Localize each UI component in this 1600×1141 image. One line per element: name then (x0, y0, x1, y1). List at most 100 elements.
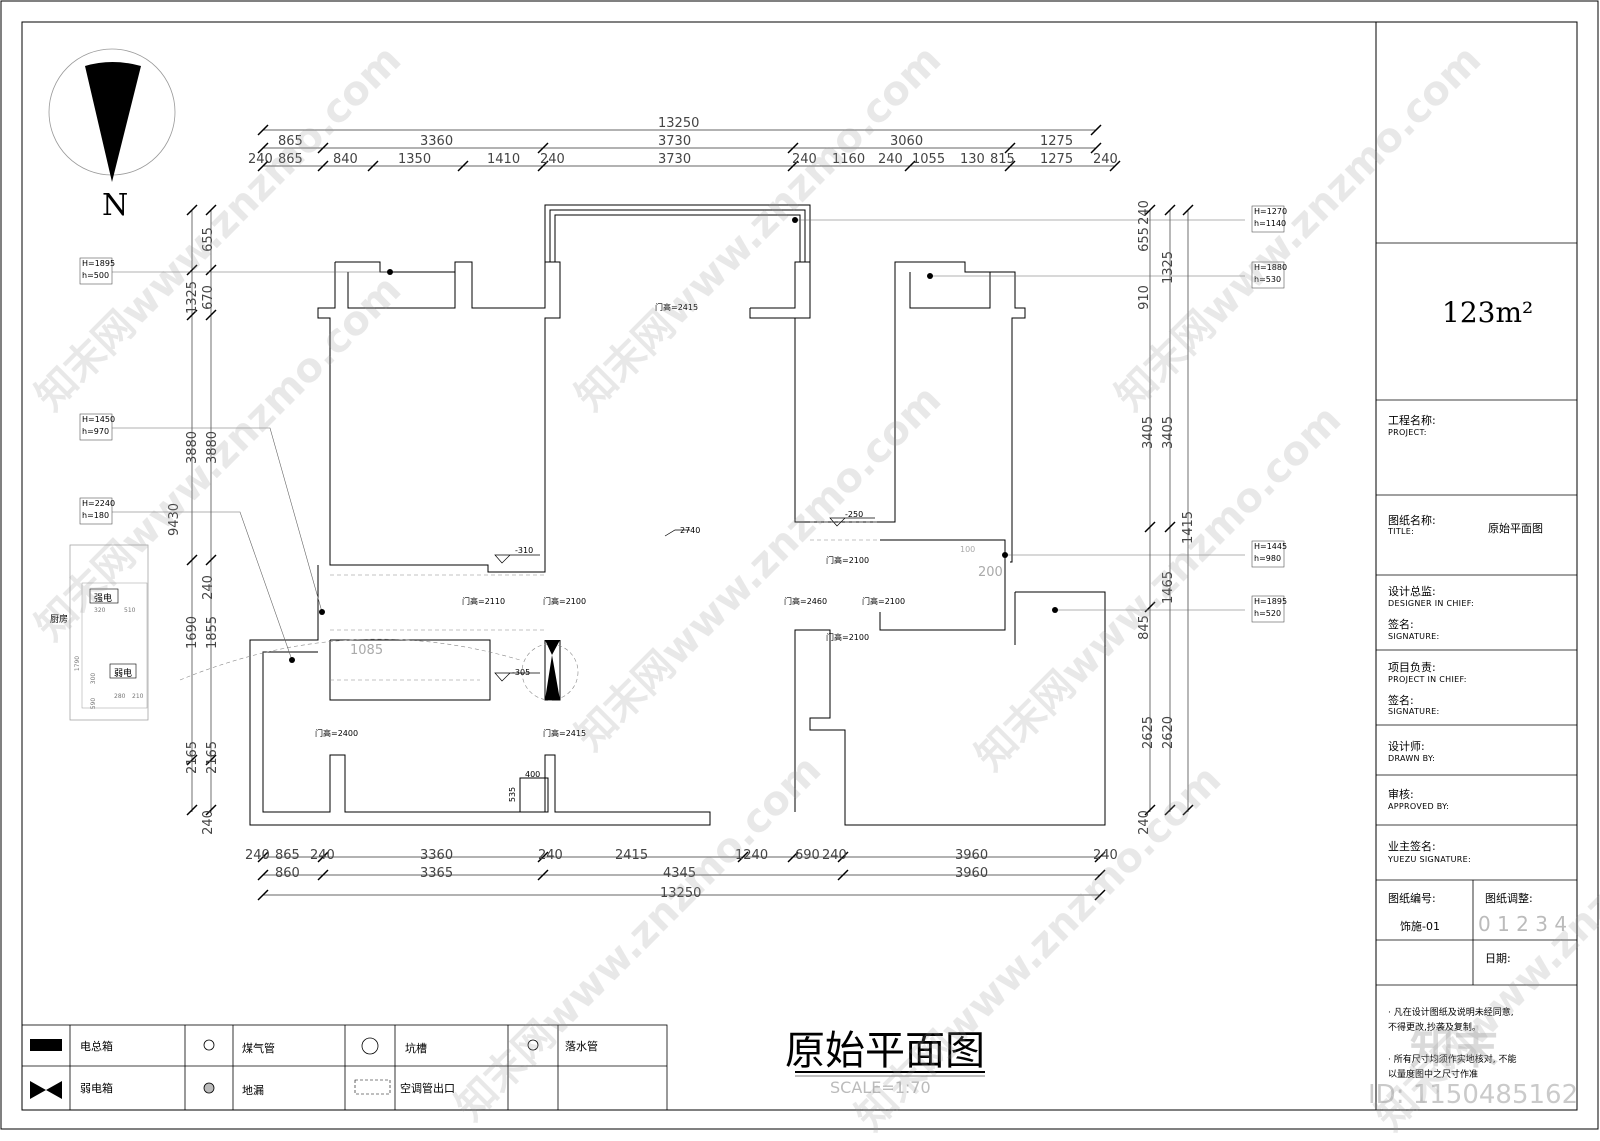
tag-3-H: H=2240 (82, 499, 116, 508)
dim-left-c: 670 (200, 285, 216, 310)
dim-bottom-1-b: 865 (275, 848, 300, 863)
dim-left-e: 3880 (205, 430, 221, 465)
dim-right-i: 845 (1136, 615, 1152, 640)
signature2-label: 签名: (1388, 694, 1414, 707)
dim-top-total: 13250 (658, 116, 700, 131)
drawing-no-value: 饰施-01 (1400, 920, 1440, 933)
dim-bottom-total: 13250 (660, 886, 702, 901)
dim-top-3-e: 1410 (487, 152, 521, 167)
tag-5-H: H=1880 (1254, 263, 1288, 272)
north-label: N (102, 188, 129, 223)
dim-left-b: 655 (200, 227, 216, 252)
legend-label-ac-outlet: 空调管出口 (400, 1082, 455, 1095)
dim-bottom-1-e: 240 (538, 848, 563, 863)
tag-4-h: h=1140 (1254, 219, 1287, 228)
kitchen-dim-2: 510 (124, 607, 136, 614)
dim-right-d: 1325 (1161, 250, 1177, 285)
dim-top-2-e: 1275 (1040, 134, 1074, 149)
door-height-9: 门高=2100 (826, 633, 870, 642)
dim-top-2-b: 3360 (420, 134, 454, 149)
level-250: -250 (845, 510, 864, 519)
misc-dim-400: 400 (525, 770, 541, 779)
dim-left-i: 240 (200, 575, 216, 600)
kitchen-dim-7: 210 (132, 693, 144, 700)
tag-7-h: h=520 (1254, 609, 1282, 618)
dim-bottom-1-d: 3360 (420, 848, 454, 863)
door-height-5: 门高=2415 (543, 729, 587, 738)
kitchen-label: 厨房 (50, 615, 69, 625)
chief-label-en: DESIGNER IN CHIEF: (1388, 599, 1474, 608)
dim-top-2-d: 3060 (890, 134, 924, 149)
dim-bottom-1-j: 3960 (955, 848, 989, 863)
dim-top-2-c: 3730 (658, 134, 692, 149)
tag-6-h: h=980 (1254, 554, 1282, 563)
dim-top-3-n: 1275 (1040, 152, 1074, 167)
approved-label: 审核: (1388, 788, 1414, 801)
kitchen-dim-1: 320 (94, 607, 106, 614)
legend-label-floor-drain: 地漏 (242, 1084, 264, 1097)
kitchen-dim-5: 590 (90, 697, 98, 710)
dim-bottom-1-c: 240 (310, 848, 335, 863)
dim-top-3-o: 240 (1093, 152, 1118, 167)
plan-scale: SCALE=1:70 (830, 1078, 931, 1097)
misc-dim-200: 200 (978, 565, 1003, 580)
level-310: -310 (515, 546, 534, 555)
note-line-4: 以量度图中之尺寸作准 (1388, 1070, 1479, 1080)
dim-left-a: 1325 (185, 280, 201, 315)
door-height-8: 门高=2100 (862, 597, 906, 606)
legend-label-pit: 坑槽 (405, 1042, 427, 1055)
dim-top-3-k: 1055 (912, 152, 946, 167)
tag-2-H: H=1450 (82, 415, 116, 424)
tag-1-H: H=1895 (82, 259, 116, 268)
dim-bottom-2-d: 3960 (955, 866, 989, 881)
dim-left-d: 3880 (185, 430, 201, 465)
tag-2-h: h=970 (82, 427, 110, 436)
door-height-6: 门高=2100 (826, 556, 870, 565)
title-label-en: TITLE: (1388, 527, 1415, 536)
dim-top-3-b: 865 (278, 152, 303, 167)
revision-digits: 0 1 2 3 4 (1478, 912, 1568, 936)
dim-top-3-f: 240 (540, 152, 565, 167)
dim-right-c: 240 (1136, 200, 1152, 225)
signature2-label-en: SIGNATURE: (1388, 707, 1440, 716)
door-height-1: 门高=2415 (655, 303, 699, 312)
kitchen-strong-electric: 强电 (94, 594, 113, 604)
tag-5-h: h=530 (1254, 275, 1282, 284)
misc-dim-1085: 1085 (350, 643, 384, 658)
dim-left-f: 9430 (167, 502, 183, 537)
designer-label: 设计师: (1388, 740, 1425, 753)
tag-6-H: H=1445 (1254, 542, 1288, 551)
dim-top-2-a: 865 (278, 134, 303, 149)
door-height-3: 门高=2100 (543, 597, 587, 606)
dim-bottom-1-f: 2415 (615, 848, 649, 863)
misc-dim-100: 100 (960, 545, 976, 554)
signature1-label-en: SIGNATURE: (1388, 632, 1440, 641)
dim-right-k: 2620 (1161, 715, 1177, 750)
kitchen-dim-6: 280 (114, 693, 126, 700)
designer-label-en: DRAWN BY: (1388, 754, 1436, 763)
note-line-2: 不得更改,抄袭及复制。 (1388, 1023, 1481, 1033)
title-value: 原始平面图 (1488, 522, 1543, 535)
pm-label: 项目负责: (1388, 661, 1436, 674)
level-305: -305 (512, 668, 531, 677)
dim-top-3-l: 130 (960, 152, 985, 167)
area-value: 123m² (1442, 296, 1534, 329)
dim-bottom-2-a: 860 (275, 866, 300, 881)
date-label: 日期: (1485, 952, 1511, 965)
dim-top-3-m: 815 (990, 152, 1015, 167)
legend-label-electric-box: 电总箱 (80, 1040, 113, 1053)
plan-title: 原始平面图 (785, 1028, 985, 1074)
dim-bottom-1-k: 240 (1093, 848, 1118, 863)
watermark-id: ID: 1150485162 (1368, 1080, 1579, 1110)
legend-label-drain-pipe: 落水管 (565, 1040, 598, 1053)
owner-label-en: YUEZU SIGNATURE: (1388, 855, 1471, 864)
dim-top-3-j: 240 (878, 152, 903, 167)
kitchen-dim-3: 1790 (74, 655, 82, 672)
dim-right-l: 240 (1136, 810, 1152, 835)
dim-right-e: 3405 (1141, 415, 1157, 450)
door-height-7: 门高=2460 (784, 597, 828, 606)
dim-top-3-d: 1350 (398, 152, 432, 167)
owner-label: 业主签名: (1388, 840, 1436, 853)
